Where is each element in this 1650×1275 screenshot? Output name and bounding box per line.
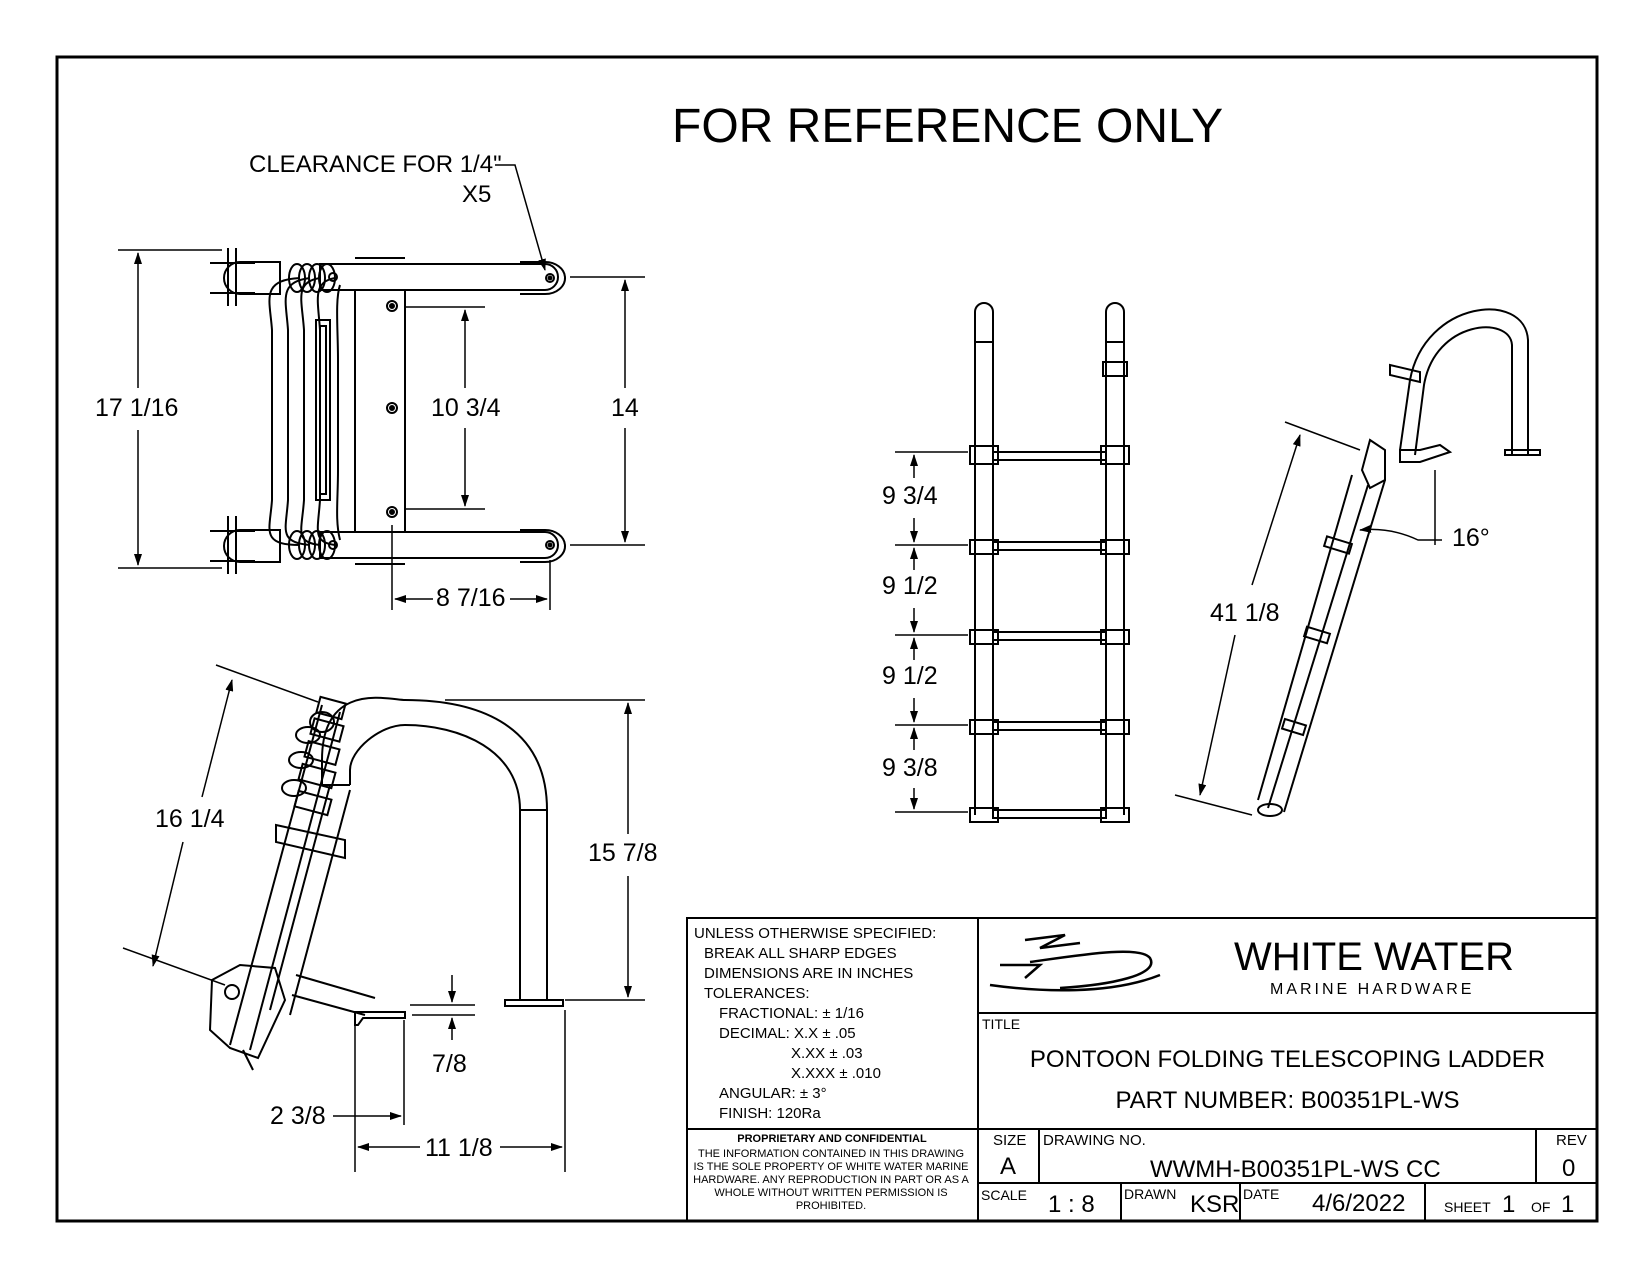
dim-top-overall-height: 17 1/16 (95, 394, 179, 422)
title-line1: PONTOON FOLDING TELESCOPING LADDER (1029, 1046, 1546, 1073)
proprietary-heading: PROPRIETARY AND CONFIDENTIAL (737, 1133, 927, 1145)
clearance-count: X5 (462, 181, 492, 208)
note-decimal-2: X.XX ± .03 (791, 1045, 863, 1062)
dim-side-offset: 2 3/8 (270, 1102, 326, 1130)
front-view (969, 302, 1130, 823)
sheet-label: SHEET (1444, 1199, 1491, 1215)
date-value: 4/6/2022 (1312, 1190, 1406, 1217)
scale-value: 1 : 8 (1048, 1191, 1095, 1218)
dim-front-step1: 9 3/4 (882, 482, 938, 510)
rev-label: REV (1556, 1132, 1587, 1149)
isometric-view (1257, 308, 1541, 817)
drawing-no-label: DRAWING NO. (1043, 1132, 1146, 1149)
size-value: A (1000, 1153, 1017, 1180)
dim-side-foot-height: 7/8 (432, 1050, 467, 1078)
note-finish: FINISH: 120Ra (719, 1105, 821, 1122)
of-label: OF (1531, 1199, 1551, 1215)
top-view-dimensions (118, 164, 645, 610)
rev-value: 0 (1562, 1155, 1576, 1182)
dim-side-ladder-length: 16 1/4 (155, 805, 225, 833)
dim-side-reach: 11 1/8 (425, 1134, 493, 1162)
side-view (208, 695, 564, 1071)
dim-top-inner-span: 10 3/4 (431, 394, 501, 422)
dim-front-step3: 9 1/2 (882, 662, 938, 690)
company-name: WHITE WATER (1234, 935, 1514, 979)
dim-iso-angle: 16° (1452, 524, 1490, 552)
sheet-value: 1 (1502, 1191, 1516, 1218)
note-inches: DIMENSIONS ARE IN INCHES (704, 965, 914, 982)
reference-banner: FOR REFERENCE ONLY (672, 100, 1224, 153)
note-unless-specified: UNLESS OTHERWISE SPECIFIED: (694, 925, 937, 942)
isometric-view-dimensions (1174, 421, 1442, 816)
date-label: DATE (1243, 1186, 1280, 1202)
title-label: TITLE (982, 1016, 1021, 1032)
note-decimal-3: X.XXX ± .010 (791, 1065, 881, 1082)
note-decimal-1: DECIMAL: X.X ± .05 (719, 1025, 856, 1042)
dim-iso-length: 41 1/8 (1210, 599, 1280, 627)
note-angular: ANGULAR: ± 3° (719, 1085, 827, 1102)
front-view-dimensions (895, 451, 968, 813)
dim-front-step2: 9 1/2 (882, 572, 938, 600)
title-block (686, 917, 1598, 1222)
company-logo (989, 933, 1161, 992)
dim-side-height: 15 7/8 (588, 839, 658, 867)
title-line2: PART NUMBER: B00351PL-WS (1115, 1087, 1460, 1114)
drawn-value: KSR (1190, 1191, 1240, 1218)
proprietary-body: THE INFORMATION CONTAINED IN THIS DRAWIN… (693, 1148, 969, 1212)
drawing-no-value: WWMH-B00351PL-WS CC (1150, 1156, 1441, 1183)
company-tagline: MARINE HARDWARE (1270, 981, 1475, 998)
note-break-edges: BREAK ALL SHARP EDGES (704, 945, 897, 962)
clearance-callout: CLEARANCE FOR 1/4" (249, 151, 502, 178)
drawn-label: DRAWN (1124, 1186, 1177, 1202)
dim-front-step4: 9 3/8 (882, 754, 938, 782)
side-view-dimensions (122, 664, 645, 1172)
dim-top-arm-span: 14 (611, 394, 639, 422)
of-value: 1 (1561, 1191, 1575, 1218)
top-view (210, 248, 567, 574)
note-tolerances: TOLERANCES: (704, 985, 810, 1002)
scale-label: SCALE (981, 1187, 1027, 1203)
dim-top-depth: 8 7/16 (436, 584, 506, 612)
note-fractional: FRACTIONAL: ± 1/16 (719, 1005, 864, 1022)
size-label: SIZE (993, 1132, 1027, 1149)
